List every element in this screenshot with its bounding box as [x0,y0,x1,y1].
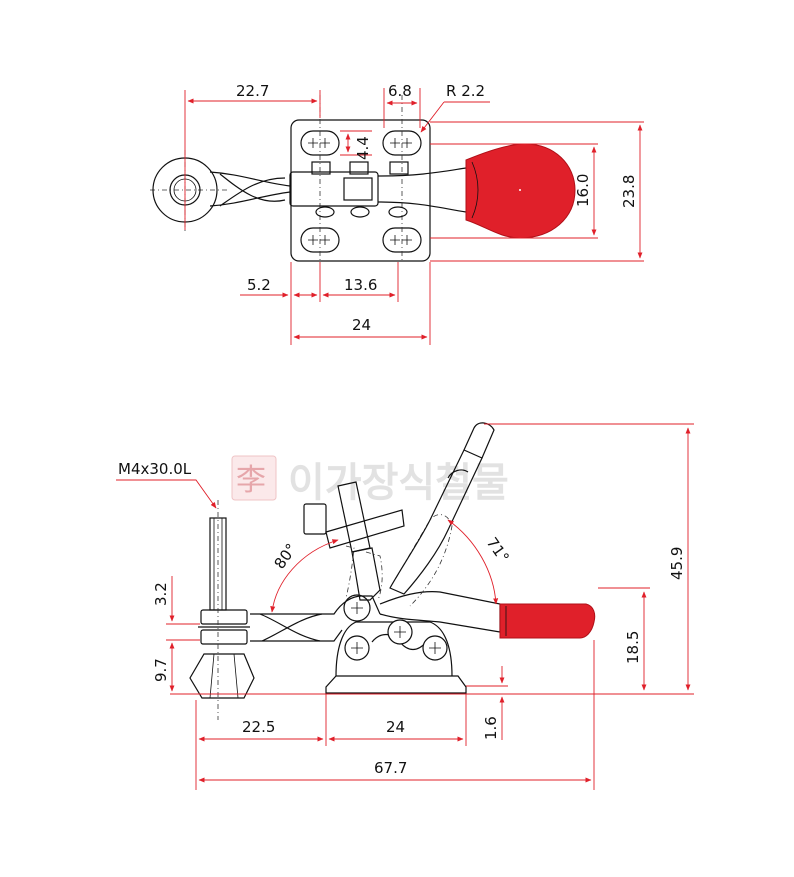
dim-22-7: 22.7 [236,82,269,100]
dim-6-8: 6.8 [388,82,412,100]
clamp-arm-side [250,595,381,642]
dim-4-4: 4.4 [354,136,372,160]
dim-24-top: 24 [352,316,371,334]
dim-18-5: 18.5 [624,631,642,664]
top-view: 22.7 6.8 R 2.2 4.4 16.0 23.8 5.2 13. [150,82,644,345]
dim-23-8: 23.8 [620,175,638,208]
nut-lower [200,629,248,645]
watermark-text: 이가장식철물 [288,460,509,506]
side-view: 80° 71° M4x30.0L 45.9 18.5 3.2 9.7 22.5 … [116,422,694,790]
handle-grip-top [465,143,576,239]
base-plate-top [290,119,431,262]
nut-upper [200,609,248,625]
watermark-seal-text: 李 [236,463,266,498]
handle-grip-side [499,603,596,639]
clamp-arm-top [209,171,291,207]
watermark-seal [231,455,277,501]
thread-label: M4x30.0L [118,460,192,478]
dim-45-9: 45.9 [668,547,686,580]
spindle-pad-side [189,653,255,699]
hinge-block [289,171,379,207]
dim-24-side: 24 [386,718,405,736]
dim-67-7: 67.7 [374,759,407,777]
watermark: 李 이가장식철물 [231,455,509,506]
angle-71: 71° [483,534,513,566]
dim-22-5: 22.5 [242,718,275,736]
angle-80: 80° [271,540,301,572]
dim-3-2: 3.2 [152,582,170,606]
dim-1-6: 1.6 [482,716,500,740]
dim-16-0: 16.0 [574,174,592,207]
dim-13-6: 13.6 [344,276,377,294]
dim-9-7: 9.7 [152,658,170,682]
base-foot-side [325,675,467,694]
dim-5-2: 5.2 [247,276,271,294]
dim-r-2-2: R 2.2 [446,82,485,100]
